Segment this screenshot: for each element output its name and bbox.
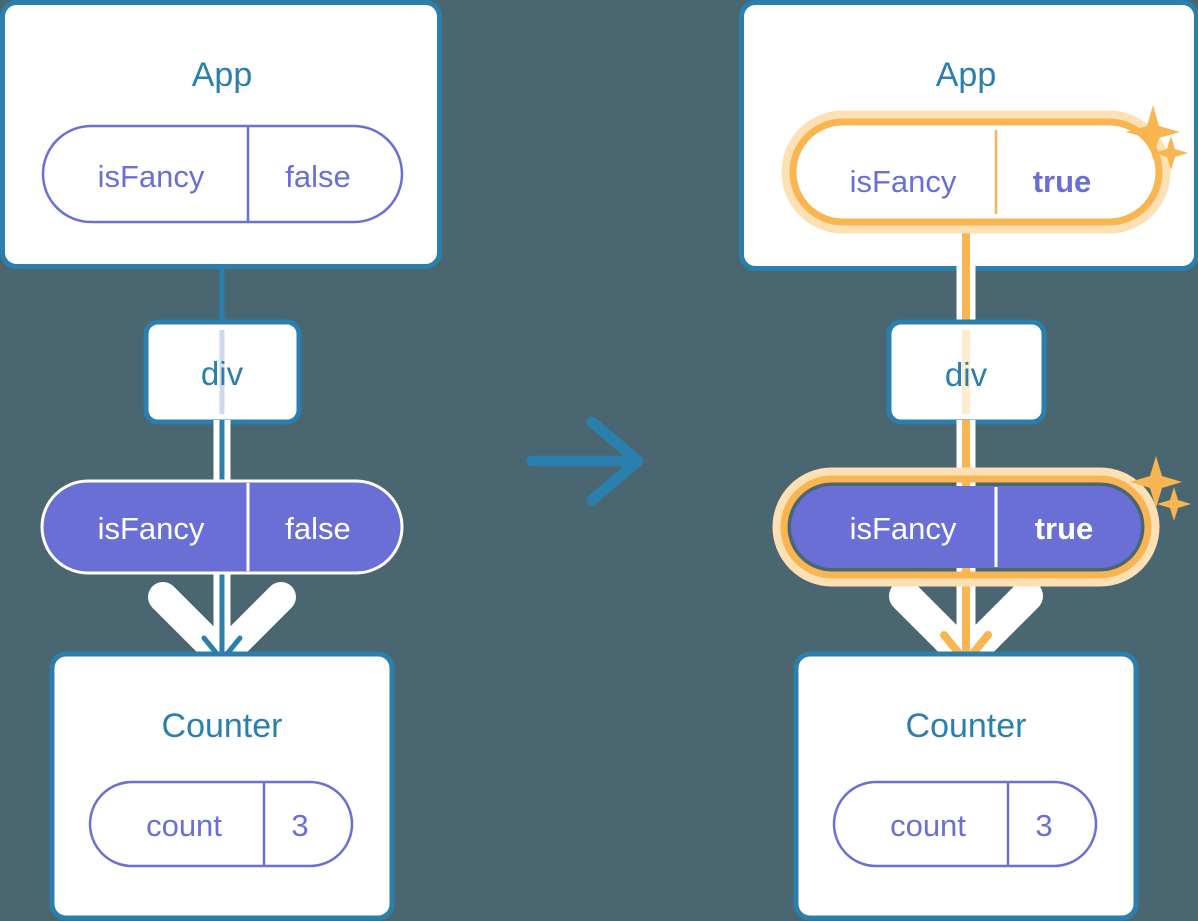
after-app-title: App — [936, 56, 997, 94]
before-prop-name: isFancy — [98, 511, 205, 546]
after-prop-pill-ring — [780, 475, 1152, 579]
after-app-sparkle-small-icon — [1154, 136, 1188, 170]
after-prop-pill-glow — [772, 467, 1160, 587]
after-prop-name: isFancy — [850, 511, 957, 546]
after-div-label: div — [945, 356, 988, 393]
after-counter-state-value: 3 — [1035, 808, 1052, 843]
before-app-state-value: false — [285, 159, 350, 194]
after-counter-state-pill[interactable] — [832, 780, 1098, 868]
before-app-title: App — [192, 56, 253, 94]
before-prop-value: false — [285, 511, 350, 546]
after-app-state-value: true — [1033, 164, 1092, 199]
before-app-state-name: isFancy — [98, 159, 205, 194]
after-prop-pill[interactable] — [791, 486, 1141, 568]
after-counter-title: Counter — [906, 707, 1027, 745]
transition-arrow-icon — [526, 416, 644, 506]
before-prop-pill[interactable] — [40, 479, 404, 575]
after-prop-value: true — [1035, 511, 1094, 546]
before-counter-state-value: 3 — [291, 808, 308, 843]
before-app-state-pill[interactable] — [41, 124, 404, 224]
before-diagram: isFancy false App isFancy false div Coun… — [0, 0, 442, 921]
after-app-state-pill[interactable] — [800, 129, 1152, 215]
before-div-label: div — [201, 355, 244, 392]
before-counter-state-name: count — [146, 808, 222, 843]
after-counter-state-name: count — [890, 808, 966, 843]
before-counter-state-pill[interactable] — [88, 780, 354, 868]
after-diagram: isFancy true App isFancy true — [739, 0, 1198, 921]
after-prop-sparkle-large-icon — [1130, 456, 1182, 508]
after-prop-sparkle-small-icon — [1157, 487, 1191, 521]
before-counter-title: Counter — [162, 707, 283, 745]
after-app-sparkle-large-icon — [1126, 105, 1180, 159]
after-app-state-name: isFancy — [850, 164, 957, 199]
